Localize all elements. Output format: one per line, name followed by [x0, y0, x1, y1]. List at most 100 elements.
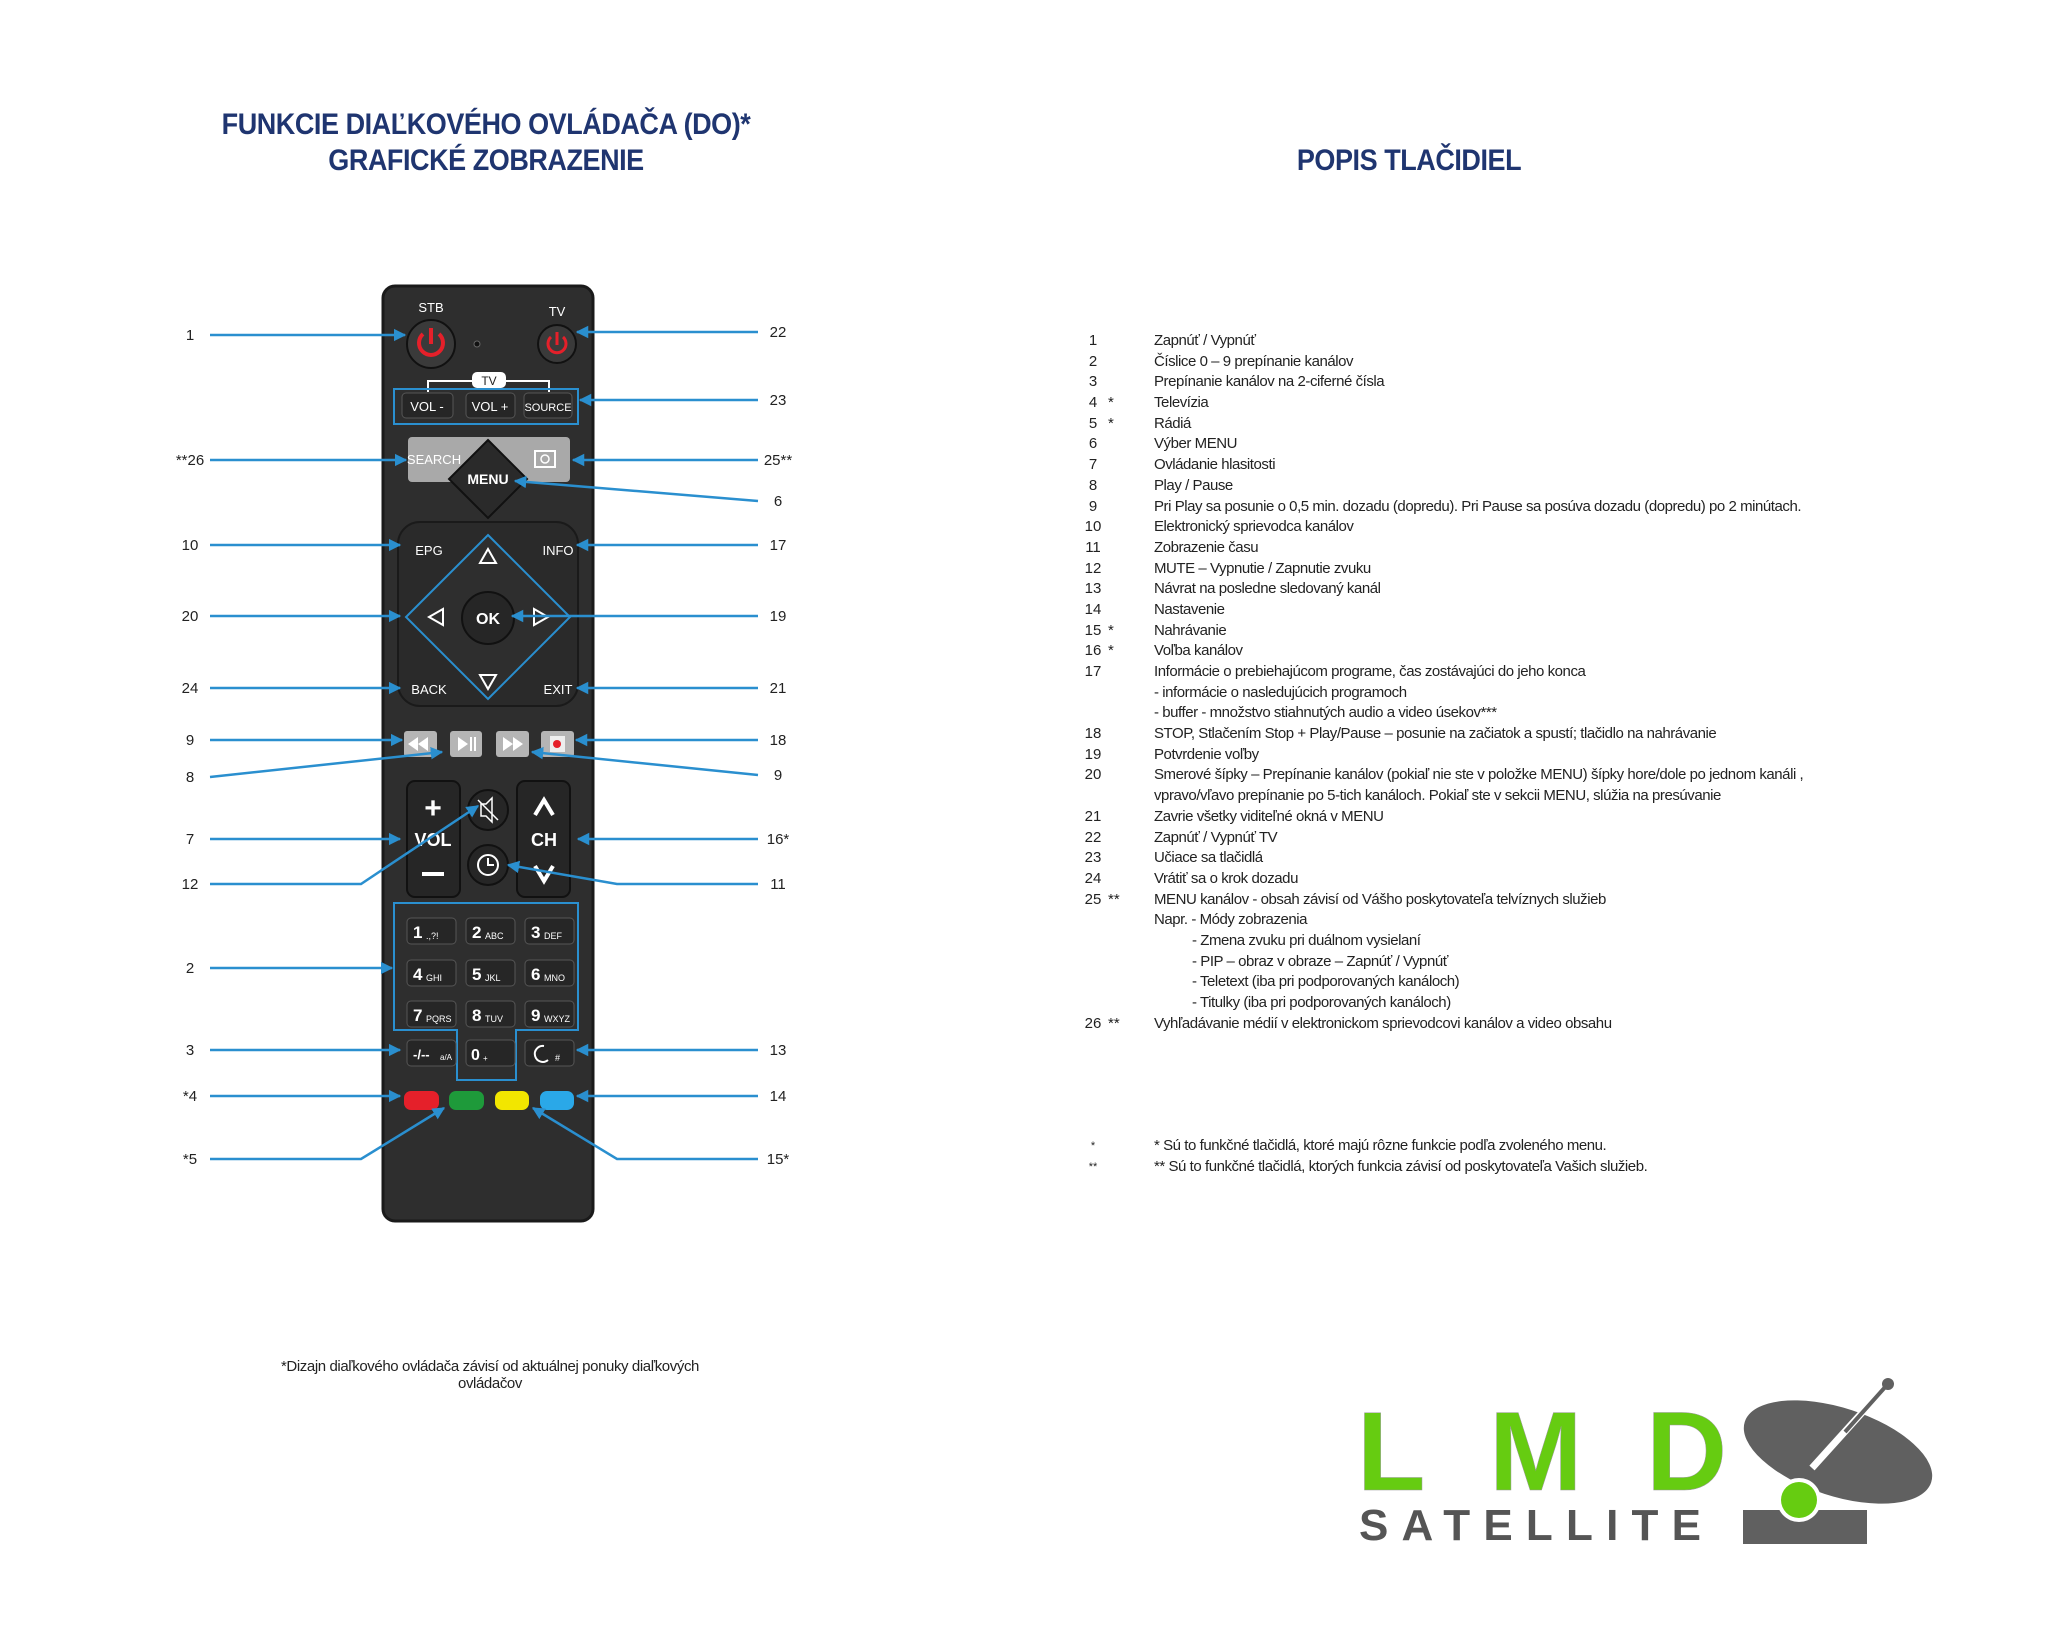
item-number: 22	[1084, 828, 1102, 846]
green-button[interactable]	[449, 1091, 484, 1110]
item-text: Napr. - Módy zobrazenia	[1154, 911, 1308, 929]
svg-text:#: #	[555, 1053, 560, 1063]
svg-text:VOL +: VOL +	[472, 399, 509, 414]
svg-text:JKL: JKL	[485, 973, 501, 983]
play-pause-button[interactable]	[450, 731, 482, 757]
tv-vol-minus-button[interactable]: VOL -	[401, 392, 454, 419]
callout-number: 18	[770, 732, 787, 749]
item-number: 26	[1084, 1014, 1102, 1032]
rewind-button[interactable]	[404, 731, 437, 757]
callout-number: 22	[770, 324, 787, 341]
callout-number: *4	[183, 1088, 197, 1105]
svg-text:+: +	[483, 1054, 488, 1063]
yellow-button[interactable]	[495, 1091, 529, 1110]
info-button[interactable]: INFO	[542, 543, 573, 558]
callout-number: 15*	[767, 1151, 790, 1168]
item-number: 17	[1084, 663, 1102, 680]
menu-button[interactable]: MENU	[447, 438, 529, 520]
svg-text:MNO: MNO	[544, 973, 565, 983]
arrow-down-icon[interactable]	[478, 674, 498, 692]
stb-power-button[interactable]	[406, 319, 456, 369]
chevron-up-icon	[533, 796, 555, 817]
item-number: 3	[1088, 373, 1098, 391]
epg-button[interactable]: EPG	[415, 543, 442, 558]
item-text: MENU kanálov - obsah závisí od Vášho pos…	[1154, 890, 1606, 908]
callout-number: 11	[770, 876, 786, 893]
tv-power-button[interactable]	[537, 324, 577, 364]
svg-text:MENU: MENU	[467, 471, 508, 487]
mute-button[interactable]	[467, 789, 509, 831]
tv-source-button[interactable]: SOURCE	[523, 392, 573, 419]
record-stop-button[interactable]	[541, 731, 574, 757]
recall-button[interactable]: #	[524, 1039, 575, 1067]
item-text: Zapnúť / Vypnúť	[1154, 332, 1256, 349]
arrow-up-icon[interactable]	[478, 546, 498, 564]
red-button[interactable]	[404, 1091, 439, 1110]
svg-text:VOL: VOL	[414, 830, 451, 850]
item-number: 13	[1084, 580, 1102, 598]
item-number: 14	[1084, 600, 1102, 618]
digit-mode-button[interactable]: -/--a/A	[406, 1039, 457, 1067]
callout-number: 9	[774, 767, 782, 784]
right-title: POPIS TLAČIDIEL	[1296, 144, 1522, 177]
item-number: 4	[1088, 394, 1098, 412]
callout-number: **26	[176, 452, 204, 469]
item-text: Výber MENU	[1154, 435, 1238, 453]
digit-0-button[interactable]: 0+	[465, 1039, 516, 1067]
exit-button[interactable]: EXIT	[544, 682, 573, 697]
design-note: *Dizajn diaľkového ovládača závisí od ak…	[280, 1358, 699, 1392]
callout-number: 8	[186, 769, 194, 786]
item-number: 9	[1088, 497, 1098, 515]
play-pause-icon	[458, 737, 468, 751]
remote-body	[381, 284, 595, 1223]
search-button[interactable]: SEARCH	[407, 452, 461, 467]
leader-line	[513, 475, 759, 503]
fast-forward-button[interactable]	[496, 731, 529, 757]
callout-number: 24	[182, 680, 199, 697]
volume-rocker[interactable]: + VOL	[406, 780, 461, 898]
svg-text:2: 2	[472, 923, 481, 942]
back-button[interactable]: BACK	[411, 682, 447, 697]
svg-text:CH: CH	[531, 830, 557, 850]
item-number: 24	[1084, 869, 1102, 887]
clock-icon	[477, 854, 499, 876]
svg-text:PQRS: PQRS	[426, 1014, 452, 1024]
item-text: Ovládanie hlasitosti	[1154, 456, 1276, 474]
item-number: 25	[1084, 890, 1102, 908]
ok-button[interactable]: OK	[461, 591, 515, 645]
blue-button[interactable]	[540, 1091, 574, 1110]
item-number: 21	[1084, 807, 1102, 825]
svg-text:3: 3	[531, 923, 540, 942]
clock-button[interactable]	[467, 844, 509, 886]
channel-rocker[interactable]: CH	[516, 780, 571, 898]
item-text: Zapnúť / Vypnúť TV	[1154, 828, 1278, 846]
callout-number: 1	[186, 327, 194, 344]
svg-text:GHI: GHI	[426, 973, 442, 983]
svg-text:TUV: TUV	[485, 1014, 503, 1024]
item-text: Vyhľadávanie médií v elektronickom sprie…	[1154, 1014, 1612, 1032]
item-number: 6	[1088, 435, 1098, 453]
callout-number: 17	[770, 537, 787, 554]
digit-1-button[interactable]: 1.,?!	[406, 917, 457, 945]
mute-icon	[480, 796, 493, 824]
callout-number: 3	[186, 1042, 194, 1059]
callout-number: 12	[182, 876, 199, 893]
svg-text:1: 1	[413, 923, 422, 942]
record-icon	[553, 740, 561, 748]
leader-line	[506, 860, 758, 886]
tv-vol-plus-button[interactable]: VOL +	[465, 392, 516, 419]
recall-icon	[533, 1044, 549, 1063]
screen-mode-button[interactable]	[534, 450, 556, 468]
item-text: MUTE – Vypnutie / Zapnutie zvuku	[1154, 559, 1371, 577]
item-text: Rádiá	[1154, 414, 1191, 432]
arrow-left-icon[interactable]	[426, 607, 444, 627]
